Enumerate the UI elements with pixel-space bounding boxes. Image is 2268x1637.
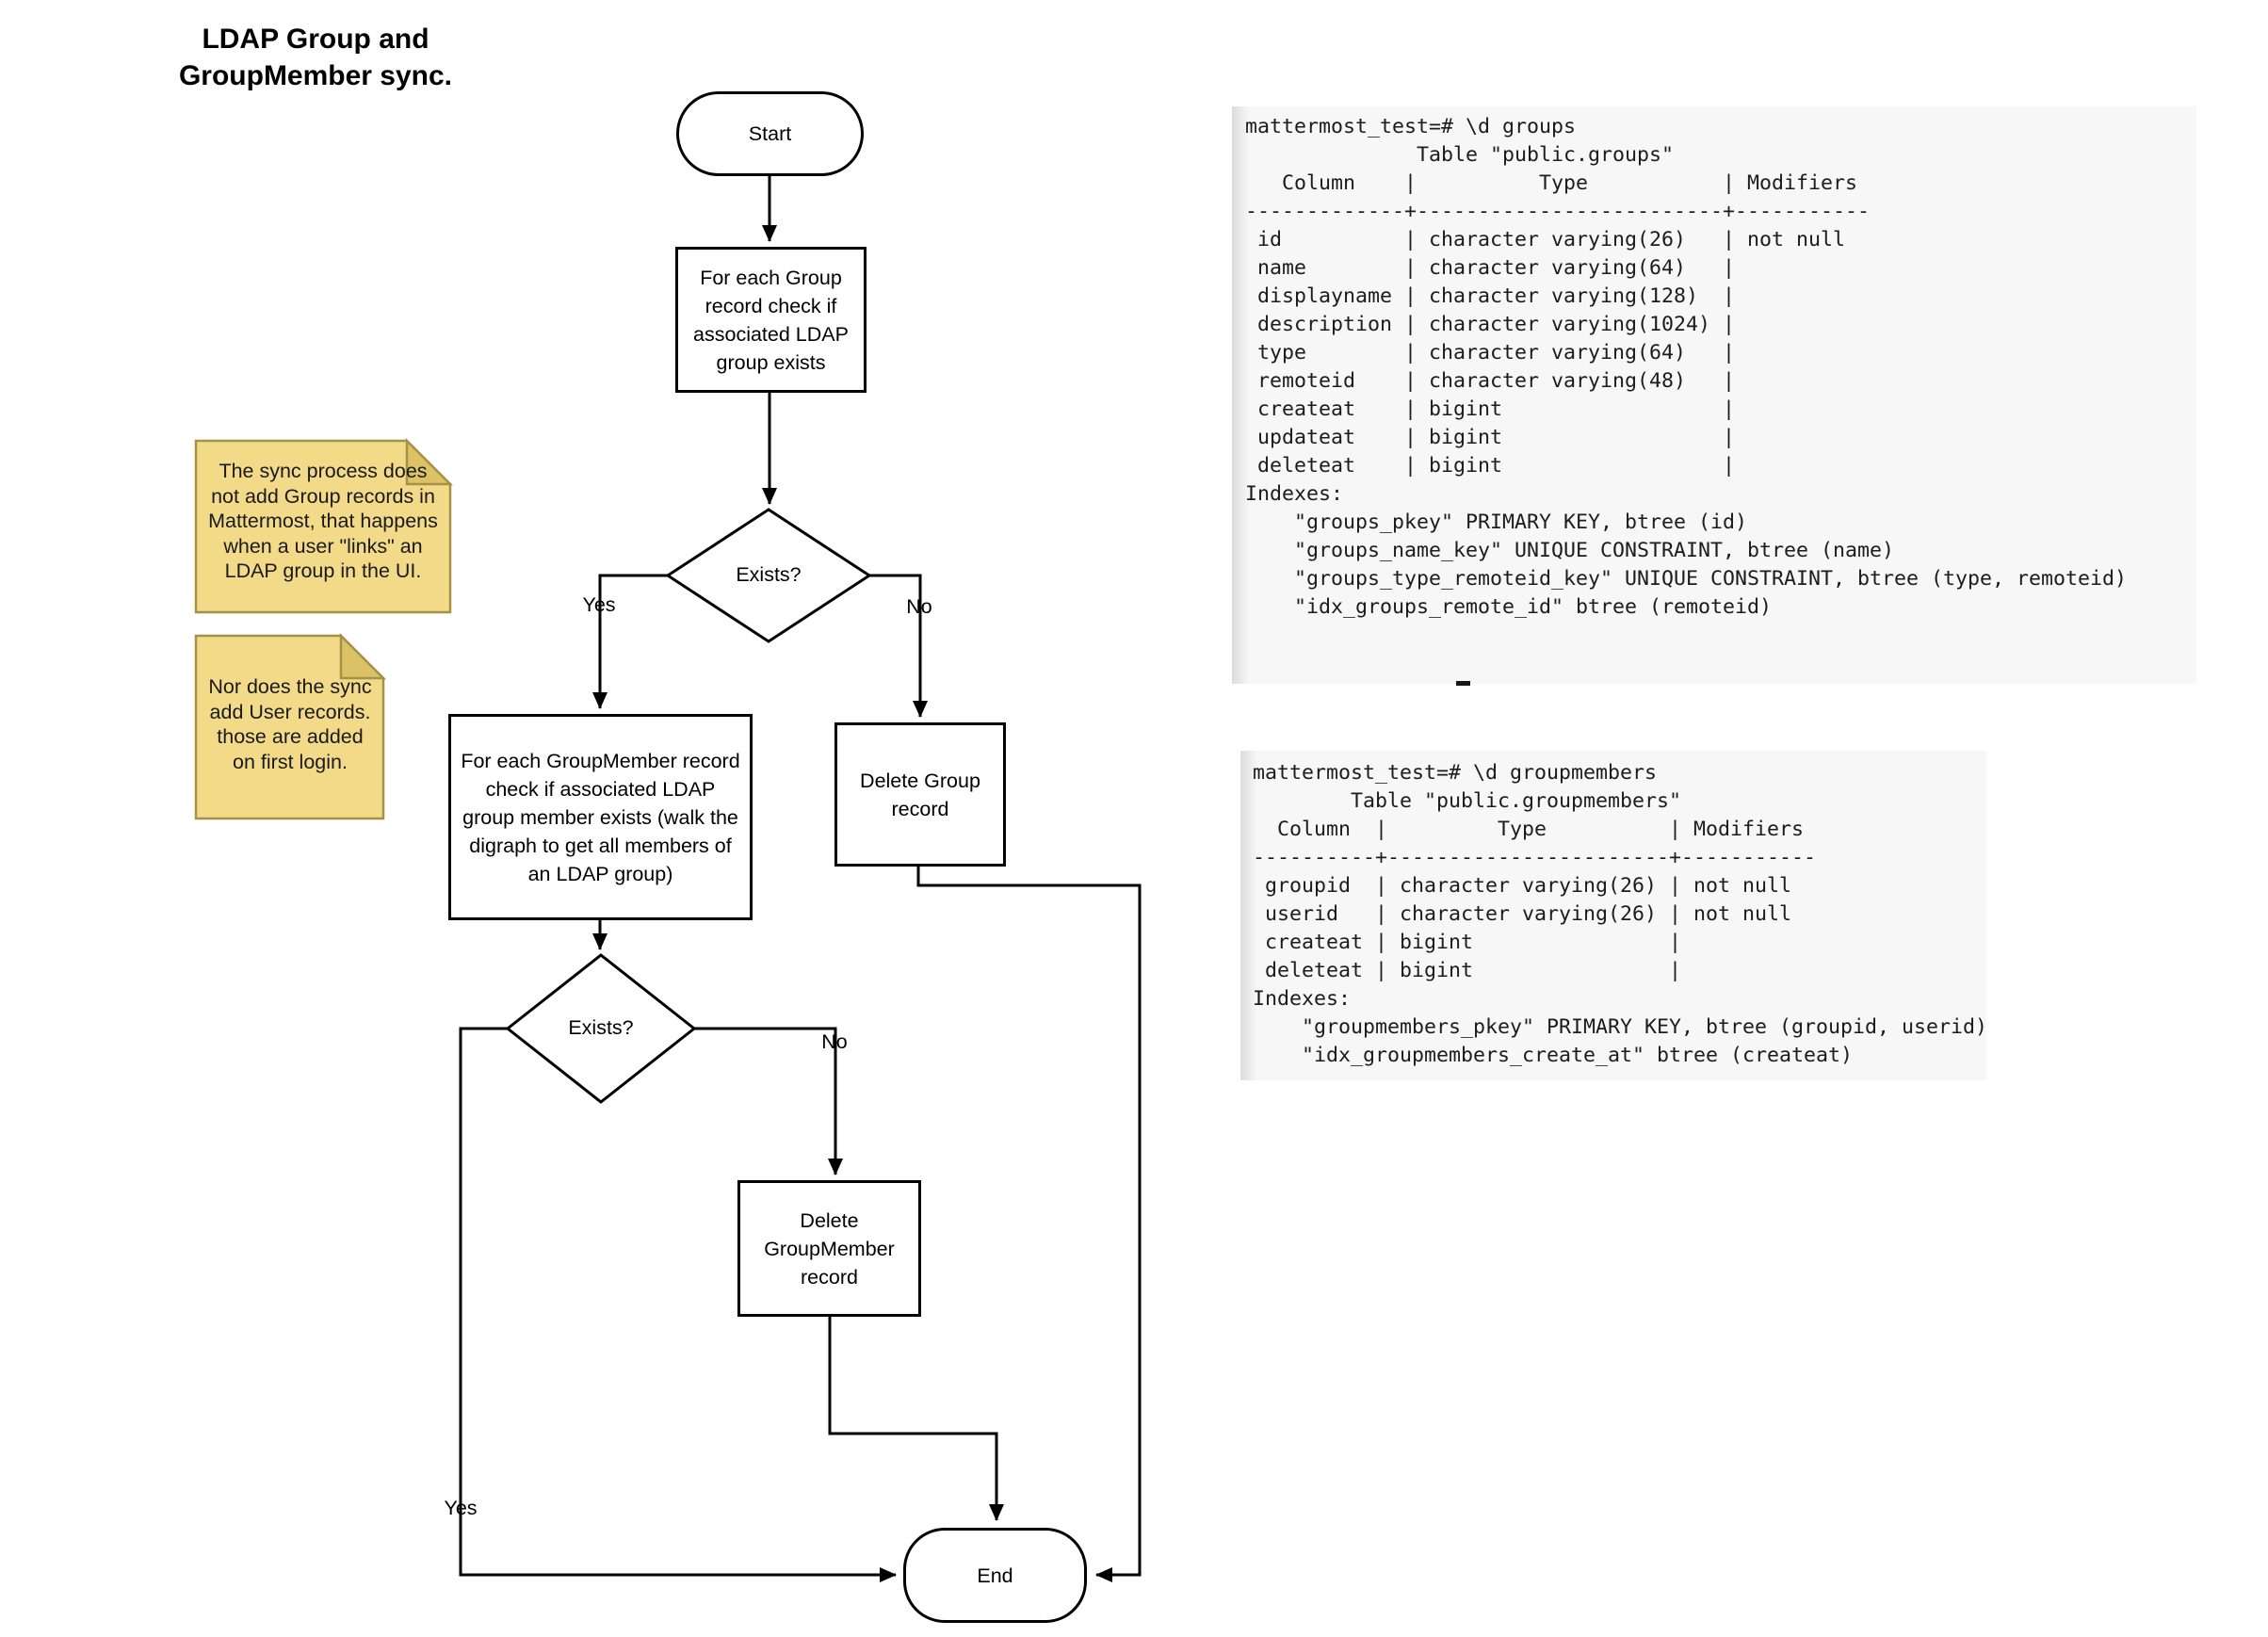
start-node: Start: [676, 91, 864, 176]
decision2-yes-label: Yes: [444, 1497, 478, 1519]
decision1-yes-label: Yes: [582, 593, 616, 616]
start-node-label: Start: [748, 122, 792, 145]
process-check-groupmember-label: For each GroupMember record check if ass…: [461, 749, 740, 885]
page-title-line2: GroupMember sync.: [178, 60, 453, 91]
terminal-groups-text: mattermost_test=# \d groups Table "publi…: [1245, 115, 2128, 619]
connector-decision2-no: [694, 1027, 843, 1175]
terminal-cursor-dash: [1456, 681, 1470, 686]
decision1-label: Exists?: [736, 563, 802, 586]
connector-delete-groupmember-to-end: [828, 1317, 1004, 1521]
connector-delete-group-to-end: [916, 867, 1142, 1582]
end-node-label: End: [977, 1564, 1013, 1587]
connector-decision1-yes: [592, 574, 668, 709]
terminal-groups-panel: [1232, 106, 2196, 684]
sticky-note-2-shape: [194, 634, 385, 820]
terminal-groupmembers-text: mattermost_test=# \d groupmembers Table …: [1253, 761, 1988, 1067]
sticky-note-1-text: The sync process does not add Group reco…: [208, 460, 438, 582]
process-delete-group-label: Delete Group record: [860, 769, 980, 820]
decision2-label: Exists?: [568, 1016, 634, 1039]
process-delete-groupmember-label: Delete GroupMember record: [764, 1208, 895, 1289]
sticky-note-2-fold: [339, 632, 387, 680]
connector-decision2-yes-to-end: [459, 1027, 897, 1582]
decision1-no-label: No: [906, 595, 932, 618]
decision1-diamond: [665, 508, 872, 643]
decision2-no-label: No: [821, 1030, 848, 1053]
process-check-group-node: For each Group record check if associate…: [675, 247, 867, 393]
process-check-groupmember-node: For each GroupMember record check if ass…: [448, 714, 753, 920]
process-delete-groupmember-node: Delete GroupMember record: [737, 1180, 921, 1317]
page-title: LDAP Group and GroupMember sync.: [132, 21, 499, 94]
page-title-line1: LDAP Group and: [202, 24, 429, 55]
sticky-note-1-shape: [194, 439, 452, 614]
sticky-note-1-fold: [405, 437, 454, 486]
process-delete-group-node: Delete Group record: [834, 722, 1006, 867]
connector-decision1-no: [869, 574, 928, 718]
sticky-note-2-text: Nor does the sync add User records. thos…: [208, 675, 372, 773]
process-check-group-label: For each Group record check if associate…: [693, 266, 849, 374]
terminal-groupmembers-panel: [1240, 751, 1986, 1080]
end-node: End: [903, 1528, 1087, 1623]
decision2-diamond: [505, 953, 697, 1104]
